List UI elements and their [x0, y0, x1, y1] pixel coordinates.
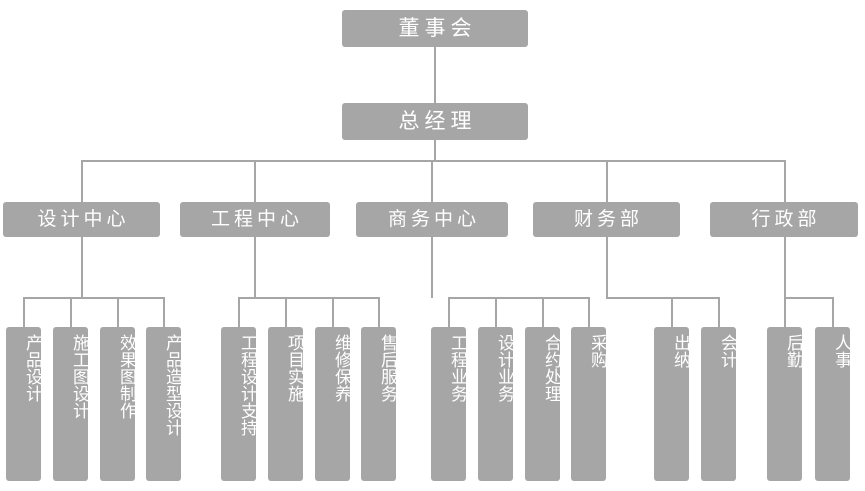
node-contract-processing[interactable]: 合约处理 — [525, 327, 561, 481]
connector-design-center-to-child-3 — [117, 297, 119, 327]
connector-admin-dept-to-child-1 — [784, 297, 786, 327]
node-project-implementation[interactable]: 项目实施 — [268, 327, 304, 481]
connector-admin-dept-stem — [784, 237, 786, 298]
node-engineering-business[interactable]: 工程业务 — [431, 327, 467, 481]
connector-finance-dept-to-child-1 — [671, 297, 673, 327]
connector-design-center-stem — [81, 237, 83, 298]
connector-board-to-gm — [434, 47, 436, 103]
connector-business-center-stem — [431, 237, 433, 298]
connector-bus-to-engineering-center — [254, 160, 256, 202]
connector-finance-dept-bus — [606, 297, 718, 299]
node-engineering-design-support[interactable]: 工程设计支持 — [221, 327, 257, 481]
node-accounting[interactable]: 会计 — [701, 327, 737, 481]
node-board-of-directors[interactable]: 董事会 — [342, 10, 528, 47]
connector-gm-to-bus — [434, 140, 436, 161]
connector-bus-to-business-center — [431, 160, 433, 202]
node-admin-dept[interactable]: 行政部 — [710, 202, 858, 237]
connector-business-center-to-child-1 — [448, 297, 450, 327]
connector-design-center-to-child-4 — [163, 297, 165, 327]
connector-engineering-center-to-child-3 — [332, 297, 334, 327]
connector-bus-to-finance-dept — [606, 160, 608, 202]
node-business-center[interactable]: 商务中心 — [356, 202, 508, 237]
connector-design-center-to-child-2 — [70, 297, 72, 327]
node-design-center[interactable]: 设计中心 — [3, 202, 160, 237]
node-engineering-center[interactable]: 工程中心 — [180, 202, 330, 237]
node-product-design[interactable]: 产品设计 — [6, 327, 42, 481]
node-construction-drawing-design[interactable]: 施工图设计 — [53, 327, 89, 481]
connector-design-center-to-child-1 — [23, 297, 25, 327]
node-general-manager[interactable]: 总经理 — [342, 103, 528, 140]
connector-engineering-center-to-child-4 — [378, 297, 380, 327]
connector-admin-dept-bus — [784, 297, 834, 299]
connector-engineering-center-to-child-1 — [238, 297, 240, 327]
connector-business-center-to-child-4 — [588, 297, 590, 327]
node-human-resources[interactable]: 人事 — [815, 327, 851, 481]
node-after-sales-service[interactable]: 售后服务 — [361, 327, 397, 481]
node-finance-dept[interactable]: 财务部 — [533, 202, 680, 237]
connector-business-center-to-child-3 — [542, 297, 544, 327]
connector-engineering-center-to-child-2 — [285, 297, 287, 327]
connector-design-center-bus — [23, 297, 163, 299]
node-product-styling-design[interactable]: 产品造型设计 — [146, 327, 182, 481]
node-maintenance-upkeep[interactable]: 维修保养 — [315, 327, 351, 481]
connector-engineering-center-bus — [238, 297, 380, 299]
node-logistics[interactable]: 后勤 — [767, 327, 803, 481]
connector-bus-divisions — [81, 160, 785, 162]
node-rendering-production[interactable]: 效果图制作 — [100, 327, 136, 481]
connector-engineering-center-stem — [254, 237, 256, 298]
connector-bus-to-design-center — [81, 160, 83, 202]
connector-bus-to-admin-dept — [784, 160, 786, 202]
connector-business-center-to-child-2 — [495, 297, 497, 327]
connector-admin-dept-to-child-2 — [832, 297, 834, 327]
connector-finance-dept-to-child-2 — [718, 297, 720, 327]
node-cashier[interactable]: 出纳 — [654, 327, 690, 481]
connector-business-center-bus — [448, 297, 590, 299]
node-procurement[interactable]: 采购 — [571, 327, 607, 481]
node-design-business[interactable]: 设计业务 — [478, 327, 514, 481]
connector-finance-dept-stem — [606, 237, 608, 298]
